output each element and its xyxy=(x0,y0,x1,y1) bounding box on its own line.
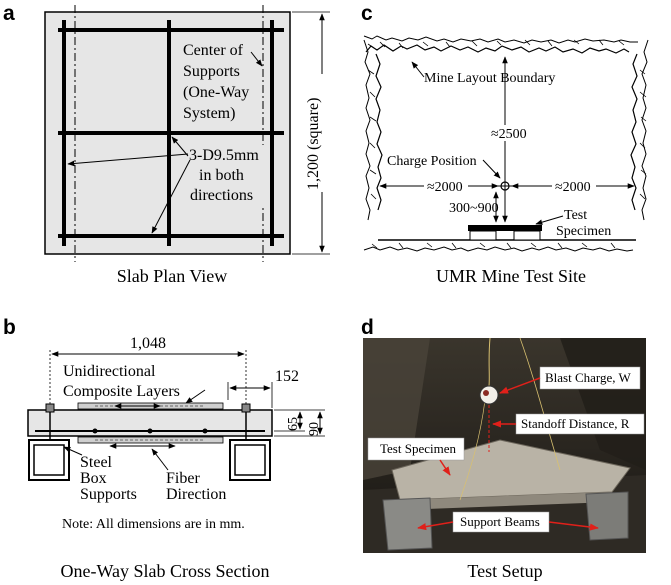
test-specimen-photo-label: Test Specimen xyxy=(380,441,456,456)
right-dim-label: ≈2000 xyxy=(555,180,591,195)
panel-a-letter: a xyxy=(3,2,15,25)
rock-top xyxy=(363,35,638,44)
center-label-bg xyxy=(180,39,260,125)
layers-leader xyxy=(185,389,206,404)
bolt-left-top xyxy=(45,403,55,413)
panel-b-letter: b xyxy=(3,316,16,339)
panel-c-letter: c xyxy=(361,2,373,25)
dimension-note: Note: All dimensions are in mm. xyxy=(62,517,245,532)
rebar-leader-2 xyxy=(171,136,189,157)
standoff-distance-label: Standoff Distance, R xyxy=(521,416,630,431)
edge-dim-label: 152 xyxy=(275,368,299,385)
standoff-dim-label: 300~900 xyxy=(449,201,499,216)
support-beams-label: Support Beams xyxy=(460,514,540,529)
panel-c: c Mine Layout Boundary ≈2500 Charge Posi… xyxy=(361,2,651,286)
test-specimen-label: Test Specimen xyxy=(556,208,611,239)
photo-blast-charge xyxy=(479,385,499,405)
dimension-1200-label: 1,200 (square) xyxy=(305,98,322,190)
rock-right xyxy=(641,39,649,221)
charge-position-label: Charge Position xyxy=(387,154,477,169)
rock-inner-top xyxy=(365,44,630,54)
caption-c: UMR Mine Test Site xyxy=(436,266,586,286)
mine-boundary-label: Mine Layout Boundary xyxy=(424,71,555,86)
panel-d-letter: d xyxy=(361,316,374,339)
photo-support-beam-right xyxy=(585,491,629,541)
depth-dim-65: 65 xyxy=(286,417,301,431)
rock-inner-left xyxy=(375,53,383,211)
steel-box-label: Steel Box Supports xyxy=(80,454,137,503)
photo-wire-1 xyxy=(488,337,491,387)
composite-layers-label: Unidirectional Composite Layers xyxy=(63,363,180,400)
mine-frame xyxy=(361,34,651,252)
rock-texture xyxy=(367,39,647,249)
specimen-label-box xyxy=(367,437,465,461)
photo-charge-detail xyxy=(483,390,489,396)
caption-a: Slab Plan View xyxy=(117,266,228,286)
blast-charge-label: Blast Charge, W xyxy=(545,370,632,385)
specimen-support-right xyxy=(513,230,541,241)
depth-dim-90: 90 xyxy=(307,422,322,436)
height-dim-label: ≈2500 xyxy=(491,127,527,142)
panel-b: b 1,048 Unidirectional Composite Layers … xyxy=(3,316,325,581)
photo-support-beam-left xyxy=(382,497,433,551)
rebar-label: 3-D9.5mm in both directions xyxy=(189,147,263,204)
specimen-leader xyxy=(535,215,564,225)
rock-bottom xyxy=(363,246,634,252)
steel-leader xyxy=(63,446,83,456)
fiber-direction-label: Fiber Direction xyxy=(166,470,226,503)
dim-left-bg xyxy=(424,178,468,194)
beams-arrow-left xyxy=(417,521,454,531)
caption-d: Test Setup xyxy=(467,561,542,581)
dim-2500-bg xyxy=(488,125,526,141)
rebar-dot-2 xyxy=(147,428,153,434)
specimen-arrow xyxy=(439,459,451,476)
caption-b: One-Way Slab Cross Section xyxy=(60,561,269,581)
center-of-supports-label: Center of Supports (One-Way System) xyxy=(183,42,253,122)
dim-right-bg xyxy=(552,178,596,194)
span-dim-label: 1,048 xyxy=(130,335,166,352)
panel-a: a Center of Supports (One-Way System) 3-… xyxy=(3,2,330,286)
dim-label-bg xyxy=(300,74,328,192)
test-specimen-slab xyxy=(468,225,542,231)
boundary-leader xyxy=(411,61,425,78)
photo-wire-2 xyxy=(519,337,561,471)
panel-d: d Blast Charge, W Standoff Distance, R T… xyxy=(361,316,646,581)
rebar-dot-1 xyxy=(92,428,98,434)
rebar-label-bg xyxy=(185,145,265,205)
specimen-support-left xyxy=(469,230,497,241)
steel-box-right-inner xyxy=(234,444,266,476)
blast-arrow xyxy=(499,377,541,394)
steel-box-left-inner xyxy=(33,444,65,476)
bolt-right-top xyxy=(241,403,251,413)
photo-slab-edge xyxy=(400,492,612,510)
beams-arrow-right xyxy=(548,521,599,531)
photo-wire-3 xyxy=(459,399,486,501)
rebar-leader-3 xyxy=(151,159,191,234)
center-leader xyxy=(250,51,263,67)
left-dim-label: ≈2000 xyxy=(427,180,463,195)
charge-leader xyxy=(482,159,501,179)
rebar-leader-1 xyxy=(67,153,189,167)
rebar-dot-3 xyxy=(202,428,208,434)
fiber-leader xyxy=(151,448,169,471)
